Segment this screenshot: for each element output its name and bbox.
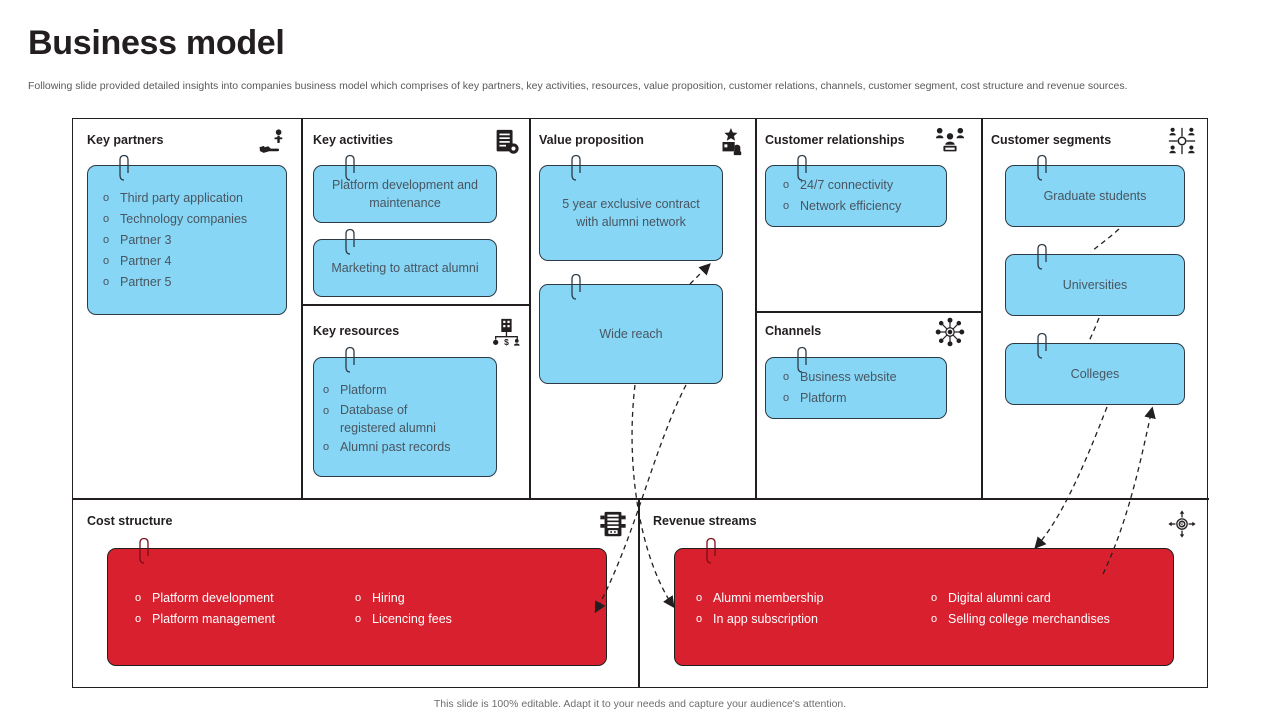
customer-segments-card-2[interactable]: Universities: [1005, 243, 1185, 316]
paperclip-icon: [116, 153, 132, 183]
paperclip-icon: [568, 153, 584, 183]
list-item: 24/7 connectivity: [780, 175, 946, 196]
paperclip-icon: [568, 272, 584, 302]
hand-holding-person-icon: [258, 128, 288, 158]
list-item: Platform management: [132, 609, 275, 630]
document-gear-icon: [491, 127, 521, 157]
calculator-icon: [598, 509, 628, 539]
list-item: Technology companies: [100, 209, 286, 230]
list-item: Platform development: [132, 588, 275, 609]
column-divider-1: [301, 119, 303, 498]
value-proposition-card-2[interactable]: Wide reach: [539, 273, 723, 384]
cost-structure-card[interactable]: Platform development Platform management…: [107, 537, 607, 666]
list-item: Digital alumni card: [928, 588, 1110, 609]
building-resources-icon: $: [491, 317, 521, 347]
list-item: Partner 4: [100, 251, 286, 272]
revenue-streams-heading: Revenue streams: [653, 514, 757, 528]
column-divider-2: [529, 119, 531, 498]
paperclip-icon: [342, 345, 358, 375]
list-item: Partner 3: [100, 230, 286, 251]
card-label: Colleges: [1070, 367, 1120, 381]
key-resources-heading: Key resources: [313, 324, 400, 338]
coin-target-icon: $: [1167, 509, 1197, 539]
star-gift-icon: [715, 127, 745, 157]
cost-structure-heading: Cost structure: [87, 514, 173, 528]
value-proposition-card-1[interactable]: 5 year exclusive contract with alumni ne…: [539, 154, 723, 261]
paperclip-icon: [136, 536, 152, 566]
list-item: Hiring: [352, 588, 452, 609]
customer-relationships-heading: Customer relationships: [765, 133, 905, 147]
list-item: Business website: [780, 367, 946, 388]
card-label: Graduate students: [1043, 189, 1147, 203]
list-item: Partner 5: [100, 272, 286, 293]
card-label: 5 year exclusive contract with alumni ne…: [562, 197, 700, 229]
list-item: Licencing fees: [352, 609, 452, 630]
customer-segments-card-1[interactable]: Graduate students: [1005, 154, 1185, 227]
list-item: Alumni membership: [693, 588, 823, 609]
footer-note: This slide is 100% editable. Adapt it to…: [433, 698, 847, 710]
svg-text:$: $: [1180, 522, 1184, 529]
bottom-band-divider: [638, 498, 640, 688]
list-item: Selling college merchandises: [928, 609, 1110, 630]
list-item: Platform: [780, 388, 946, 409]
paperclip-icon: [1034, 331, 1050, 361]
channels-divider: [755, 311, 981, 313]
card-label: Universities: [1062, 278, 1128, 292]
key-activities-card-2[interactable]: Marketing to attract alumni: [313, 228, 497, 297]
paperclip-icon: [703, 536, 719, 566]
page-title: Business model: [28, 24, 285, 62]
list-item: Third party application: [100, 188, 286, 209]
card-label: Wide reach: [599, 327, 663, 341]
paperclip-icon: [1034, 153, 1050, 183]
channels-card[interactable]: Business website Platform: [765, 346, 947, 419]
page-subtitle: Following slide provided detailed insigh…: [28, 80, 1128, 92]
customer-segments-heading: Customer segments: [991, 133, 1112, 147]
list-item: In app subscription: [693, 609, 823, 630]
key-activities-card-1[interactable]: Platform development and maintenance: [313, 154, 497, 223]
paperclip-icon: [342, 227, 358, 257]
key-resources-card[interactable]: Platform Database of registered alumni A…: [313, 346, 497, 477]
business-model-canvas: Key partners Third party application Tec…: [72, 118, 1209, 688]
svg-text:$: $: [504, 337, 509, 347]
customer-relationships-card[interactable]: 24/7 connectivity Network efficiency: [765, 154, 947, 227]
list-item: Platform: [320, 380, 496, 401]
network-hub-icon: [935, 317, 965, 347]
arrow-universities-to-colleges: [1088, 317, 1100, 342]
list-item: Database of registered alumni: [320, 401, 450, 437]
arrow-colleges-to-revenue: [1034, 406, 1108, 549]
key-resources-divider: [301, 304, 529, 306]
key-partners-heading: Key partners: [87, 133, 164, 147]
list-item: Alumni past records: [320, 437, 496, 458]
band-divider: [73, 498, 1209, 500]
arrow-graduate-to-universities: [1090, 228, 1120, 253]
people-group-icon: [935, 126, 965, 156]
arrow-widereach-to-contract: [689, 263, 711, 285]
card-label: Marketing to attract alumni: [331, 261, 479, 275]
column-divider-4: [981, 119, 983, 498]
list-item: Network efficiency: [780, 196, 946, 217]
paperclip-icon: [1034, 242, 1050, 272]
column-divider-3: [755, 119, 757, 498]
value-proposition-heading: Value proposition: [539, 133, 644, 147]
people-segments-icon: [1167, 126, 1197, 156]
key-partners-card[interactable]: Third party application Technology compa…: [87, 154, 287, 315]
key-activities-heading: Key activities: [313, 133, 393, 147]
channels-heading: Channels: [765, 324, 822, 338]
card-label: Platform development and maintenance: [332, 178, 478, 210]
revenue-streams-card[interactable]: Alumni membership In app subscription Di…: [674, 537, 1174, 666]
customer-segments-card-3[interactable]: Colleges: [1005, 332, 1185, 405]
